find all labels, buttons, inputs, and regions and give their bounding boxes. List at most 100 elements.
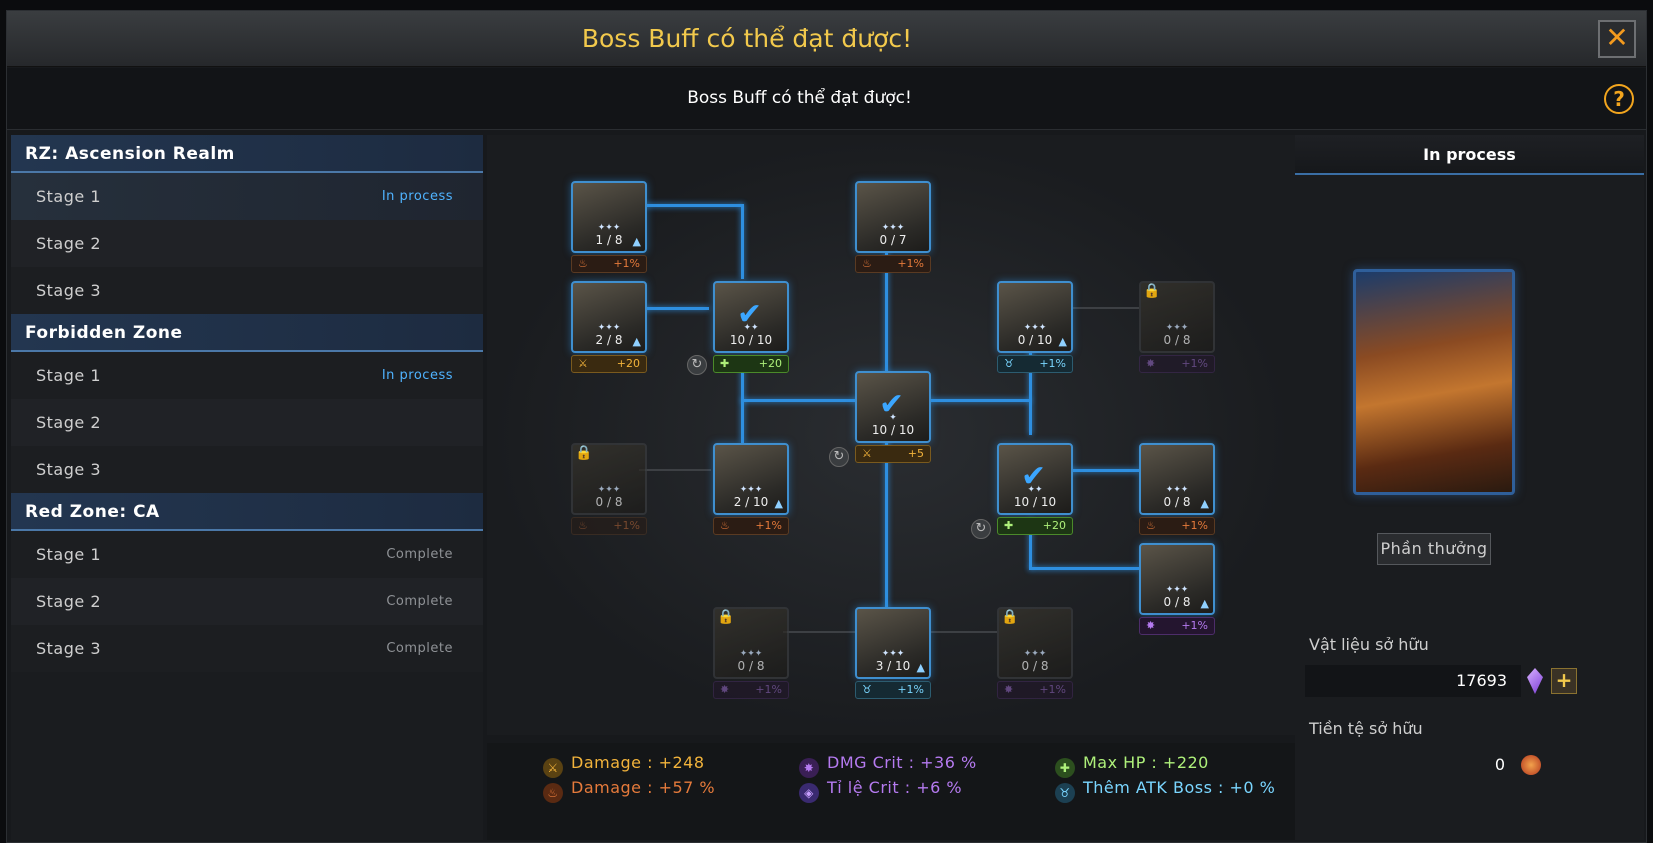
bonus-value: +1% — [755, 519, 782, 532]
upgrade-arrow-icon: ▲ — [1200, 597, 1209, 610]
tree-connector — [1029, 567, 1139, 570]
node-count: 0 / 8 — [1021, 659, 1049, 673]
node-count: 0 / 7 — [879, 233, 907, 247]
stage-item[interactable]: Stage 3 — [11, 446, 483, 493]
hero-portrait: ✦✦✦0 / 8 — [997, 607, 1073, 679]
bonus-value: +1% — [1039, 357, 1066, 370]
buff-node[interactable]: ✦✦✦1 / 8▲ ♨+1% — [571, 181, 647, 277]
buff-node[interactable]: ✦✦✦3 / 10▲ ♉+1% — [855, 607, 931, 703]
zone-header[interactable]: RZ: Ascension Realm — [11, 135, 483, 173]
node-count: 0 / 8 — [737, 659, 765, 673]
buff-node[interactable]: ✦✦✦0 / 8 🔒 ✸+1% — [997, 607, 1073, 703]
coin-icon — [1521, 755, 1541, 775]
close-button[interactable]: ✕ — [1598, 20, 1636, 58]
fire-icon: ♨ — [862, 257, 872, 270]
node-bonus: ✸ +1% — [997, 681, 1073, 699]
star-rating: ✦✦✦ — [1165, 323, 1189, 333]
upgrade-arrow-icon: ▲ — [632, 235, 641, 248]
buff-node[interactable]: ✔✦✦10 / 10 ✚+20 — [997, 443, 1073, 539]
buff-node[interactable]: ✦✦✦2 / 8▲ ⚔+20 — [571, 281, 647, 377]
help-button[interactable]: ? — [1604, 84, 1634, 114]
node-count: 2 / 10 — [733, 495, 769, 509]
boss-card-image — [1353, 269, 1515, 495]
window-title: Boss Buff có thể đạt được! — [581, 24, 913, 53]
boss-atk-icon: ♉ — [1004, 357, 1014, 370]
crit-icon: ✸ — [1146, 357, 1156, 370]
stage-label: Stage 2 — [36, 413, 101, 432]
buff-node[interactable]: ✔✦✦10 / 10 ✚+20 — [713, 281, 789, 377]
add-materials-button[interactable]: + — [1551, 668, 1577, 694]
refresh-icon[interactable]: ↻ — [829, 447, 849, 467]
reward-button[interactable]: Phần thưởng — [1377, 533, 1491, 565]
stage-item[interactable]: Stage 3 — [11, 267, 483, 314]
buff-node[interactable]: ✦✦✦0 / 8 🔒 ✸+1% — [713, 607, 789, 703]
zone-header[interactable]: Forbidden Zone — [11, 314, 483, 352]
star-rating: ✦✦✦ — [881, 223, 905, 233]
node-bonus: ✚+20 — [713, 355, 789, 373]
node-bonus: ⚔+20 — [571, 355, 647, 373]
tree-connector — [741, 204, 744, 279]
bonus-value: +1% — [613, 257, 640, 270]
refresh-icon[interactable]: ↻ — [687, 355, 707, 375]
upgrade-arrow-icon: ▲ — [632, 335, 641, 348]
check-icon: ✔ — [737, 297, 763, 332]
sword-icon: ⚔ — [543, 758, 563, 778]
buff-node[interactable]: ✦✦✦0 / 8 🔒 ♨+1% — [571, 443, 647, 539]
lock-icon: 🔒 — [717, 609, 735, 625]
zone-header[interactable]: Red Zone: CA — [11, 493, 483, 531]
sword-icon: ⚔ — [862, 447, 872, 460]
hero-portrait: ✦✦✦0 / 8 — [571, 443, 647, 515]
buff-node[interactable]: ✦✦✦0 / 8▲ ♨+1% — [1139, 443, 1215, 539]
buff-node[interactable]: ✦✦✦2 / 10▲ ♨+1% — [713, 443, 789, 539]
stat-damage-flat: ⚔Damage : +248 — [543, 753, 705, 778]
hero-portrait: ✦✦✦2 / 10▲ — [713, 443, 789, 515]
bonus-value: +1% — [1039, 683, 1066, 696]
buff-node[interactable]: ✦✦✦0 / 7 ♨ +1% — [855, 181, 931, 277]
bonus-value: +1% — [897, 257, 924, 270]
buff-node[interactable]: ✔✦10 / 10 ⚔+5 — [855, 371, 931, 467]
stage-item[interactable]: Stage 2 — [11, 399, 483, 446]
stage-status: In process — [381, 368, 453, 383]
materials-value: 17693 — [1305, 665, 1521, 697]
node-count: 0 / 8 — [595, 495, 623, 509]
stage-label: Stage 3 — [36, 639, 101, 658]
node-count: 0 / 8 — [1163, 495, 1191, 509]
upgrade-arrow-icon: ▲ — [1200, 497, 1209, 510]
crit-icon: ✸ — [1004, 683, 1014, 696]
star-rating: ✦✦✦ — [597, 223, 621, 233]
crit-icon: ✸ — [720, 683, 730, 696]
buff-node[interactable]: ✦✦✦0 / 8▲ ✸+1% — [1139, 543, 1215, 639]
stage-status: Complete — [386, 594, 453, 609]
stage-item[interactable]: Stage 2 — [11, 220, 483, 267]
currency-label: Tiền tệ sở hữu — [1309, 719, 1423, 738]
hero-portrait: ✔✦✦10 / 10 — [713, 281, 789, 353]
stat-dmg-crit: ✸ DMG Crit : +36 % — [799, 753, 977, 778]
buff-node[interactable]: ✦✦✦0 / 10▲ ♉+1% — [997, 281, 1073, 377]
bonus-value: +1% — [897, 683, 924, 696]
stat-label: DMG Crit : +36 % — [827, 753, 977, 772]
hero-portrait: ✦✦✦0 / 8▲ — [1139, 543, 1215, 615]
node-count: 2 / 8 — [595, 333, 623, 347]
tree-connector — [1029, 519, 1032, 569]
tree-connector — [1029, 345, 1032, 435]
hero-portrait: ✦✦✦0 / 8 — [1139, 281, 1215, 353]
refresh-icon[interactable]: ↻ — [971, 519, 991, 539]
stage-label: Stage 1 — [36, 187, 101, 206]
hp-plus-icon: ✚ — [1004, 519, 1014, 532]
stat-boss-atk: ♉Thêm ATK Boss : +0 % — [1055, 778, 1275, 803]
hp-plus-icon: ✚ — [1055, 758, 1075, 778]
stat-label: Thêm ATK Boss : +0 % — [1083, 778, 1276, 797]
bonus-value: +20 — [1042, 519, 1066, 532]
stage-label: Stage 3 — [36, 460, 101, 479]
crit-icon: ✸ — [799, 758, 819, 778]
buff-node[interactable]: ✦✦✦0 / 8 🔒 ✸+1% — [1139, 281, 1215, 377]
node-bonus: ♨+1% — [571, 255, 647, 273]
node-count: 3 / 10 — [875, 659, 911, 673]
node-count: 10 / 10 — [1013, 495, 1057, 509]
check-icon: ✔ — [879, 387, 905, 422]
